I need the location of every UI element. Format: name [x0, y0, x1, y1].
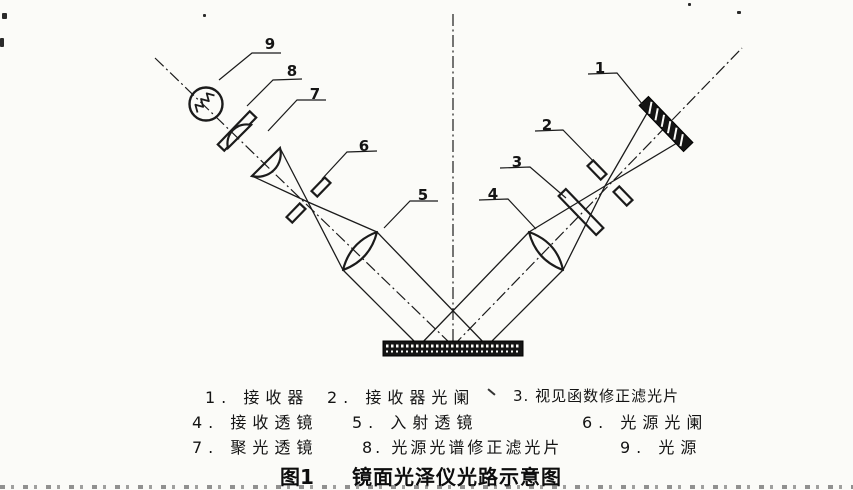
scan-speck — [2, 13, 7, 19]
scan-speck — [0, 38, 4, 47]
callout-8: 8 — [287, 62, 297, 80]
scan-speck — [688, 3, 691, 6]
condenser-lens-symbol — [226, 123, 282, 178]
callout-3: 3 — [512, 153, 522, 171]
callout-9: 9 — [265, 35, 275, 53]
legend-item-2: 2. 接收器光阑 — [327, 388, 476, 407]
legend-item-1: 1. 接收器 — [205, 388, 310, 407]
lamp-filament-icon — [194, 92, 215, 113]
callout-4: 4 — [488, 185, 498, 203]
sample-surface — [382, 340, 524, 357]
incident-lens-symbol — [341, 230, 379, 272]
callout-1: 1 — [595, 59, 605, 77]
legend-item-3: 3. 视见函数修正滤光片 — [513, 387, 680, 405]
callout-7: 7 — [310, 85, 320, 103]
legend-item-9: 9. 光源 — [620, 438, 703, 457]
light-source-symbol — [188, 86, 224, 122]
legend-item-6: 6. 光源光阑 — [582, 413, 709, 432]
legend-item-7: 7. 聚光透镜 — [192, 438, 319, 457]
scan-noise-strip — [0, 485, 853, 489]
optical-axis-left — [154, 57, 454, 347]
scan-speck — [203, 14, 206, 17]
receiver-symbol — [638, 95, 694, 153]
callout-5: 5 — [418, 186, 428, 204]
callout-6: 6 — [359, 137, 369, 155]
legend-item-4: 4. 接收透镜 — [192, 413, 319, 432]
legend-item-5: 5. 入射透镜 — [352, 413, 479, 432]
legend-item-8: 8. 光源光谱修正滤光片 — [362, 438, 563, 457]
scan-speck — [737, 11, 741, 14]
source-aperture-plates — [284, 175, 333, 225]
correction-filter-symbol — [557, 187, 605, 237]
optical-axis-right — [452, 47, 743, 347]
ray-lines — [251, 107, 683, 347]
callout-leaders — [218, 52, 644, 230]
callout-2: 2 — [542, 116, 552, 134]
